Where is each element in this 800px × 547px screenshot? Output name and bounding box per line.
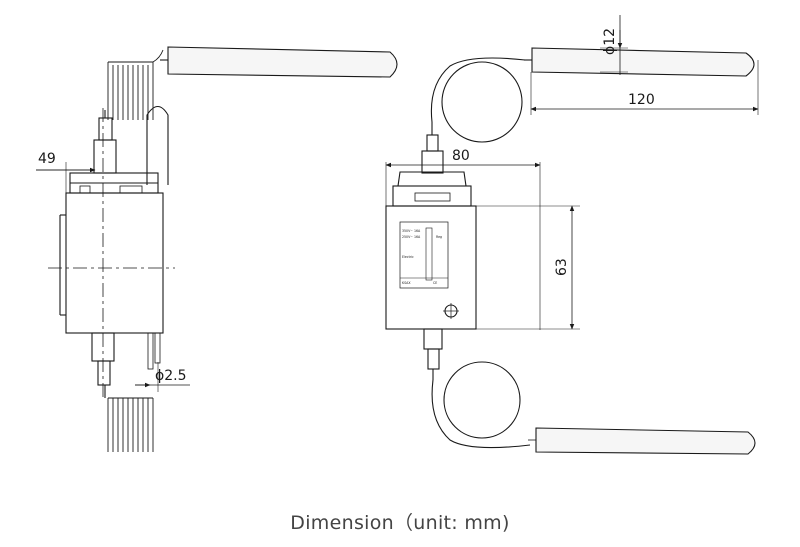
top-bulb — [167, 46, 398, 78]
nameplate-text: 350V~ 16A 250V~ 16A Electric KSAX CE Reg — [402, 229, 442, 285]
nameplate-line-6: Reg — [436, 235, 442, 239]
nameplate-line-4: KSAX — [402, 281, 411, 285]
bottom-capillary-bundle — [107, 397, 154, 452]
dim-80-label: 80 — [452, 148, 470, 164]
nameplate-line-1: 350V~ 16A — [402, 229, 421, 233]
dim-phi12-label: ϕ12 — [602, 28, 618, 55]
front-bottom-bulb — [535, 427, 756, 455]
dim-49-label: 49 — [38, 151, 56, 167]
nameplate-line-5: CE — [433, 281, 437, 285]
front-body — [385, 205, 477, 330]
dim-120-label: 120 — [628, 92, 655, 108]
dim-phi2-5-label: ϕ2.5 — [155, 368, 187, 384]
nameplate — [399, 221, 449, 289]
bottom-capillary-coil — [443, 361, 521, 439]
top-capillary-bundle — [107, 49, 164, 120]
caption: Dimension（unit: mm) — [290, 512, 510, 534]
side-body — [65, 192, 164, 334]
nameplate-line-2: 250V~ 16A — [402, 235, 421, 239]
top-capillary-coil — [441, 61, 523, 143]
side-bulb — [146, 105, 169, 185]
front-top-bulb — [531, 47, 755, 77]
front-view — [385, 15, 759, 455]
dim-63-label: 63 — [554, 258, 570, 276]
side-view — [36, 46, 398, 452]
nameplate-line-3: Electric — [402, 255, 414, 259]
